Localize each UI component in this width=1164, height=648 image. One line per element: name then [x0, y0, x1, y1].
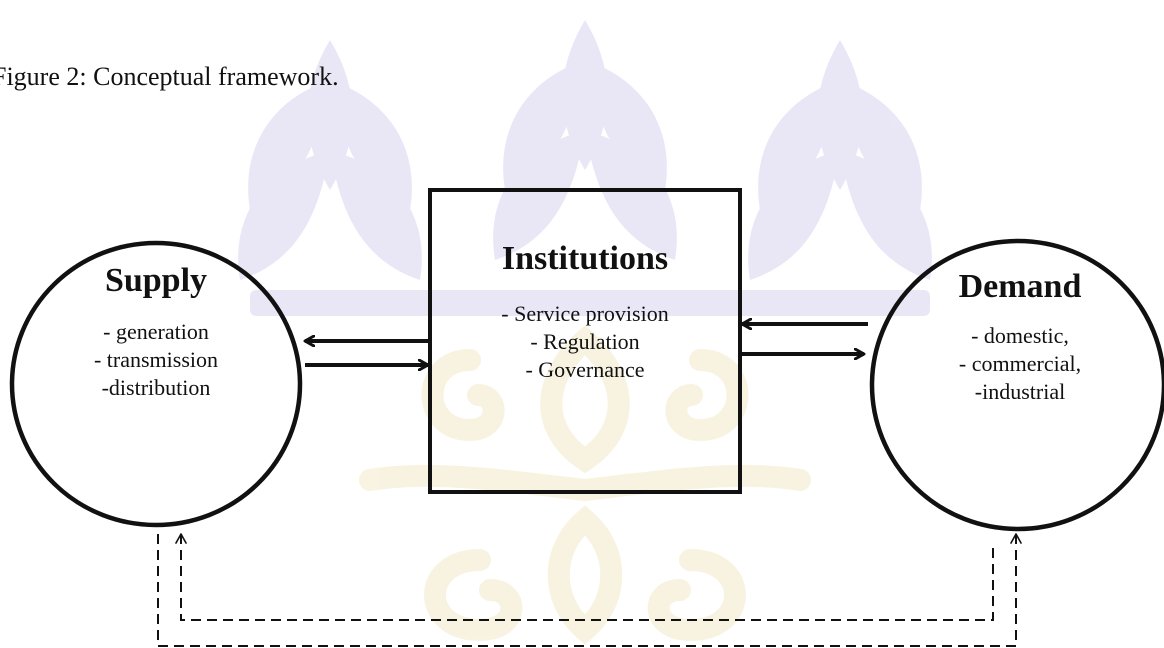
frond-right: [748, 40, 932, 280]
supply-ellipse: [9, 240, 303, 528]
demand-title: Demand: [958, 268, 1082, 305]
supply-item-generation: - generation: [103, 319, 209, 344]
institutions-title: Institutions: [501, 240, 669, 277]
frond-center: [493, 20, 677, 260]
demand-label-group: Demand - domestic, - commercial, -indust…: [920, 268, 1120, 406]
figure-caption: Figure 2: Conceptual framework.: [0, 62, 339, 91]
supply-label-group: Supply - generation - transmission -dist…: [56, 262, 256, 402]
supply-item-transmission: - transmission: [93, 347, 219, 372]
demand-ellipse: [869, 238, 1164, 532]
feedback-supply-to-demand: [157, 533, 1022, 647]
demand-item-domestic: - domestic,: [971, 323, 1069, 348]
feedback-demand-to-supply: [175, 533, 994, 621]
supply-title: Supply: [104, 262, 208, 299]
scroll-lower: [424, 549, 523, 642]
institutions-label-group: Institutions - Service provision - Regul…: [440, 240, 730, 384]
institutions-item-governance: - Governance: [525, 357, 645, 382]
institutions-item-regulation: - Regulation: [530, 329, 640, 354]
demand-item-industrial: -industrial: [974, 379, 1066, 404]
institutions-item-service-provision: - Service provision: [501, 301, 669, 326]
supply-item-distribution: -distribution: [101, 375, 211, 400]
demand-item-commercial: - commercial,: [958, 351, 1082, 376]
scroll-upper: [421, 349, 505, 442]
frond-left: [238, 40, 422, 280]
